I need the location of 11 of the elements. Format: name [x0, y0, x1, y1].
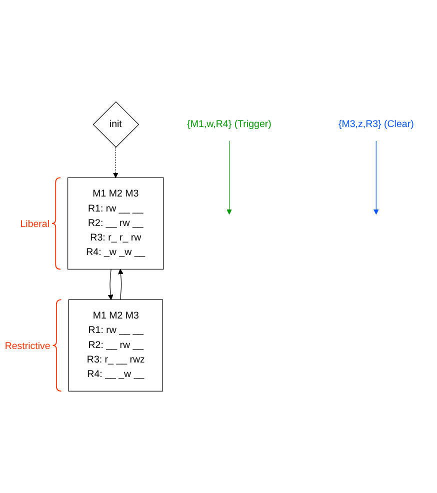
- node-box: M1 M2 M3 R1: rw __ __ R2: __ rw __ R3: r_ r_ rw R4: _w _w __: [68, 177, 164, 270]
- node-text: {M1,w,R4} (Trigger): [187, 119, 272, 130]
- node-diamond: init: [92, 101, 140, 148]
- state-label: Restrictive: [4, 341, 50, 352]
- arrow: [112, 146, 118, 178]
- arrow: [373, 140, 379, 215]
- arrow: [118, 268, 124, 300]
- arrow: [108, 268, 114, 300]
- state-label: Liberal: [20, 219, 50, 230]
- arrow: [226, 140, 232, 215]
- node-text: {M3,z,R3} (Clear): [338, 119, 414, 130]
